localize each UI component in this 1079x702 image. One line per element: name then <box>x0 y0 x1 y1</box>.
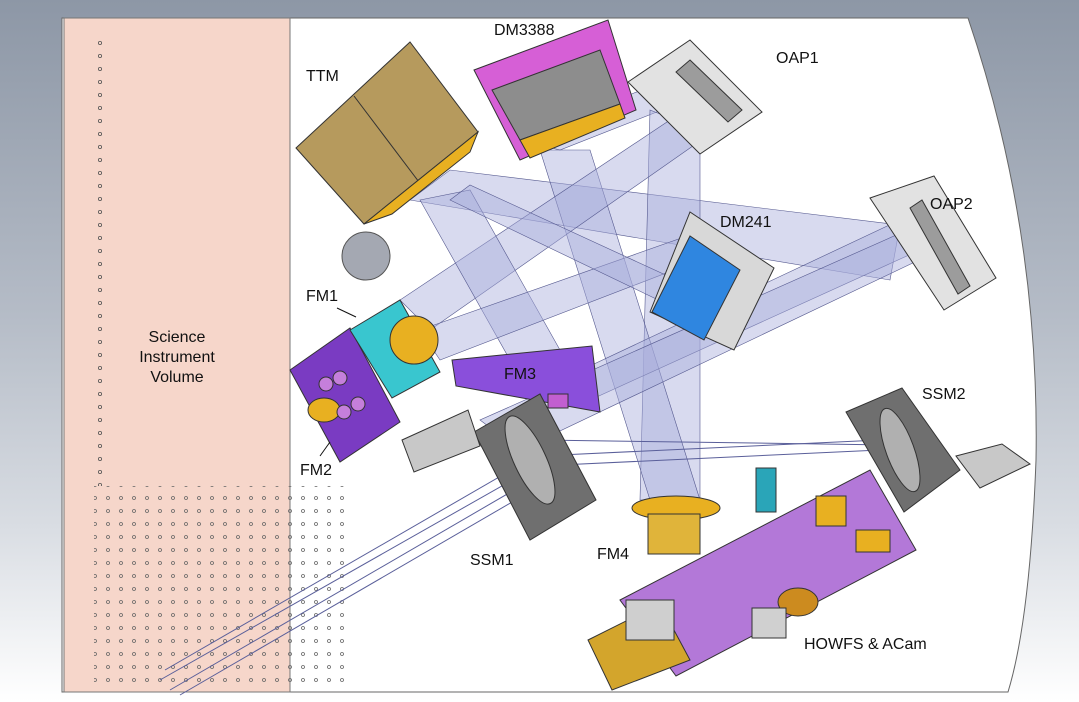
siv-line-2: Instrument <box>139 349 215 366</box>
science-instrument-volume-label: Science Instrument Volume <box>64 328 290 388</box>
siv-line-3: Volume <box>150 369 204 386</box>
fm2-pointer <box>319 441 331 457</box>
ssm1-mirror <box>401 393 597 541</box>
label-oap1: OAP1 <box>776 50 819 67</box>
mounting-hole-column <box>94 36 108 486</box>
label-ttm: TTM <box>306 68 339 85</box>
label-fm2: FM2 <box>300 462 332 479</box>
dm3388-mirror <box>473 19 637 161</box>
fm4-mirror <box>631 495 721 555</box>
howfs-acam-assembly <box>587 467 917 691</box>
label-dm241: DM241 <box>720 214 772 231</box>
siv-line-1: Science <box>148 329 206 346</box>
label-ssm1: SSM1 <box>470 552 514 569</box>
ssm2-mirror <box>845 387 1031 513</box>
label-fm1: FM1 <box>306 288 338 305</box>
oap2-mirror <box>869 175 997 311</box>
label-ssm2: SSM2 <box>922 386 966 403</box>
fm1-fm2-assembly <box>289 299 441 463</box>
label-oap2: OAP2 <box>930 196 973 213</box>
oap1-mirror <box>627 39 763 155</box>
fm3-mirror <box>451 345 601 413</box>
dm241-mirror <box>649 211 775 351</box>
round-obstruction <box>341 231 391 281</box>
label-fm4: FM4 <box>597 546 629 563</box>
fm1-pointer <box>336 307 357 318</box>
ttm-mirror <box>295 41 480 225</box>
mounting-hole-grid <box>94 486 348 686</box>
label-fm3: FM3 <box>504 366 536 383</box>
beam-lines-to-volume <box>159 439 891 696</box>
label-howfs-acam: HOWFS & ACam <box>804 636 927 653</box>
label-dm3388: DM3388 <box>494 22 555 39</box>
